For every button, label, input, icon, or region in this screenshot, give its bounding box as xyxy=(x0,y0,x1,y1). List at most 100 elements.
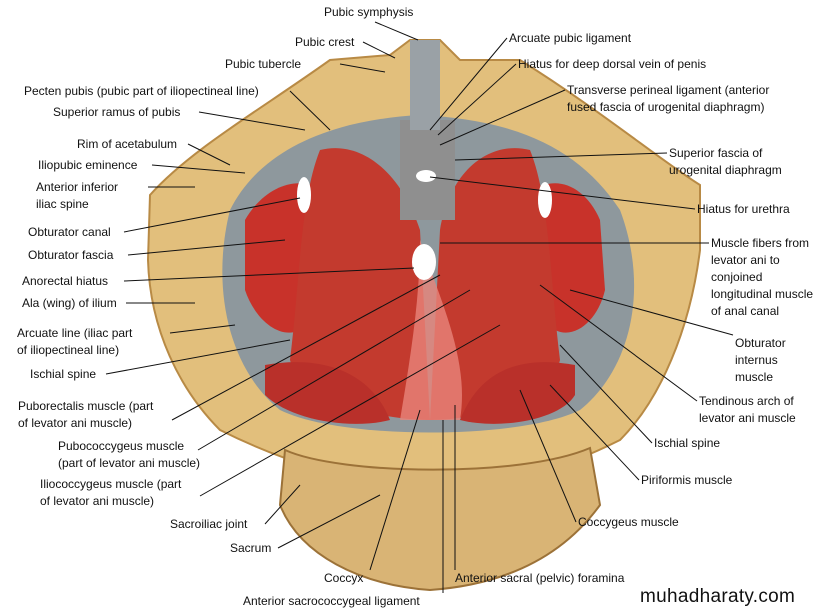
leader-piriformis xyxy=(549,384,640,481)
leader-puborectalis xyxy=(171,274,441,421)
label-puborectalis: Puborectalis muscle (part of levator ani … xyxy=(18,398,153,432)
label-line: Piriformis muscle xyxy=(641,473,733,487)
leader-obturator-fascia xyxy=(127,239,286,256)
obturator-canal-left xyxy=(297,177,311,213)
leader-pubic-symphysis xyxy=(374,21,419,41)
label-pubococcygeus: Pubococcygeus muscle (part of levator ani… xyxy=(58,438,200,472)
leader-hiatus-deep-dorsal-vein xyxy=(437,63,517,136)
leader-coccyx xyxy=(369,409,421,571)
obturator-canal-right xyxy=(538,182,552,218)
leader-rim-acetabulum xyxy=(187,143,231,166)
pubic-symphysis-shape xyxy=(410,40,440,130)
label-ischial-spine-right: Ischial spine xyxy=(654,435,720,452)
label-line: Hiatus for deep dorsal vein of penis xyxy=(518,57,707,71)
leader-pecten-pubis xyxy=(289,90,331,131)
label-coccygeus: Coccygeus muscle xyxy=(578,514,679,531)
label-hiatus-deep-dorsal-vein: Hiatus for deep dorsal vein of penis xyxy=(518,56,706,73)
leader-arcuate-line xyxy=(169,324,236,334)
label-obturator-internus: Obturator internus muscle xyxy=(735,335,786,386)
label-ischial-spine-left: Ischial spine xyxy=(30,366,96,383)
label-line: of levator ani muscle) xyxy=(40,494,155,508)
label-line: (part of levator ani muscle) xyxy=(58,456,201,470)
label-line: muscle xyxy=(735,370,774,384)
levator-ani-right xyxy=(430,148,560,421)
label-line: Obturator canal xyxy=(28,225,111,239)
label-line: of levator ani muscle) xyxy=(18,416,133,430)
label-line: Pubic tubercle xyxy=(225,57,302,71)
leader-obturator-canal xyxy=(123,197,301,233)
label-line: of iliopectineal line) xyxy=(17,343,120,357)
leader-obturator-internus xyxy=(569,289,734,336)
coccygeus-left xyxy=(265,362,390,424)
label-pubic-tubercle: Pubic tubercle xyxy=(225,56,301,73)
label-line: Arcuate line (iliac part xyxy=(17,326,133,340)
label-line: levator ani muscle xyxy=(699,411,796,425)
leader-ischial-spine-left xyxy=(105,339,291,375)
label-line: Ala (wing) of ilium xyxy=(22,296,117,310)
label-superior-ramus: Superior ramus of pubis xyxy=(53,104,180,121)
label-line: Hiatus for urethra xyxy=(697,202,790,216)
label-anterior-inferior-iliac-spine: Anterior inferior iliac spine xyxy=(36,179,118,213)
coccygeus-right xyxy=(460,362,575,424)
label-anterior-sacrococcygeal-ligament: Anterior sacrococcygeal ligament xyxy=(243,593,420,610)
leader-superior-fascia-urogenital xyxy=(454,152,668,161)
label-piriformis: Piriformis muscle xyxy=(641,472,732,489)
label-line: longitudinal muscle xyxy=(711,287,814,301)
label-line: Iliopubic eminence xyxy=(38,158,138,172)
label-line: Pubic crest xyxy=(295,35,355,49)
label-line: Iliococcygeus muscle (part xyxy=(40,477,182,491)
label-iliococcygeus: Iliococcygeus muscle (part of levator ani… xyxy=(40,476,181,510)
label-line: Coccygeus muscle xyxy=(578,515,679,529)
leader-transverse-perineal-ligament xyxy=(439,89,566,146)
label-pubic-crest: Pubic crest xyxy=(295,34,354,51)
hiatus-urethra-shape xyxy=(416,170,436,182)
sacrum-shape xyxy=(278,446,602,592)
label-line: Ischial spine xyxy=(30,367,97,381)
label-line: Superior fascia of xyxy=(669,146,763,160)
label-obturator-fascia: Obturator fascia xyxy=(28,247,113,264)
label-line: Sacroiliac joint xyxy=(170,517,248,531)
label-line: urogenital diaphragm xyxy=(669,163,782,177)
leader-pubococcygeus xyxy=(197,289,471,451)
leader-tendinous-arch xyxy=(539,284,698,402)
label-line: levator ani to xyxy=(711,253,780,267)
levator-ani-left xyxy=(290,148,430,421)
leader-pubic-crest xyxy=(362,41,396,59)
leader-coccygeus xyxy=(519,389,577,523)
leader-sacroiliac-joint xyxy=(264,484,301,525)
label-line: Obturator fascia xyxy=(28,248,114,262)
label-line: Transverse perineal ligament (anterior xyxy=(567,83,770,97)
label-sacroiliac-joint: Sacroiliac joint xyxy=(170,516,247,533)
label-line: Anterior sacral (pelvic) foramina xyxy=(455,571,625,585)
label-line: internus xyxy=(735,353,778,367)
label-superior-fascia-urogenital: Superior fascia of urogenital diaphragm xyxy=(669,145,782,179)
label-line: Ischial spine xyxy=(654,436,721,450)
label-anorectal-hiatus: Anorectal hiatus xyxy=(22,273,108,290)
label-sacrum: Sacrum xyxy=(230,540,271,557)
label-line: Arcuate pubic ligament xyxy=(509,31,632,45)
label-coccyx: Coccyx xyxy=(324,570,363,587)
label-arcuate-line: Arcuate line (iliac part of iliopectineal… xyxy=(17,325,132,359)
label-rim-acetabulum: Rim of acetabulum xyxy=(77,136,177,153)
label-line: Pubococcygeus muscle xyxy=(58,439,185,453)
leader-superior-ramus xyxy=(198,111,306,131)
leader-sacrum xyxy=(277,494,381,549)
label-line: Sacrum xyxy=(230,541,272,555)
label-line: conjoined xyxy=(711,270,763,284)
label-pecten-pubis: Pecten pubis (pubic part of iliopectinea… xyxy=(24,83,259,100)
leader-iliopubic-eminence xyxy=(151,164,246,174)
label-line: Obturator xyxy=(735,336,786,350)
anorectal-hiatus-shape xyxy=(412,244,436,280)
label-ala-ilium: Ala (wing) of ilium xyxy=(22,295,117,312)
watermark: muhadharaty.com xyxy=(640,586,796,607)
label-hiatus-urethra: Hiatus for urethra xyxy=(697,201,790,218)
leader-hiatus-urethra xyxy=(429,176,696,210)
label-line: iliac spine xyxy=(36,197,89,211)
label-anterior-sacral-foramina: Anterior sacral (pelvic) foramina xyxy=(455,570,624,587)
label-line: Anterior inferior xyxy=(36,180,119,194)
label-line: Puborectalis muscle (part xyxy=(18,399,154,413)
